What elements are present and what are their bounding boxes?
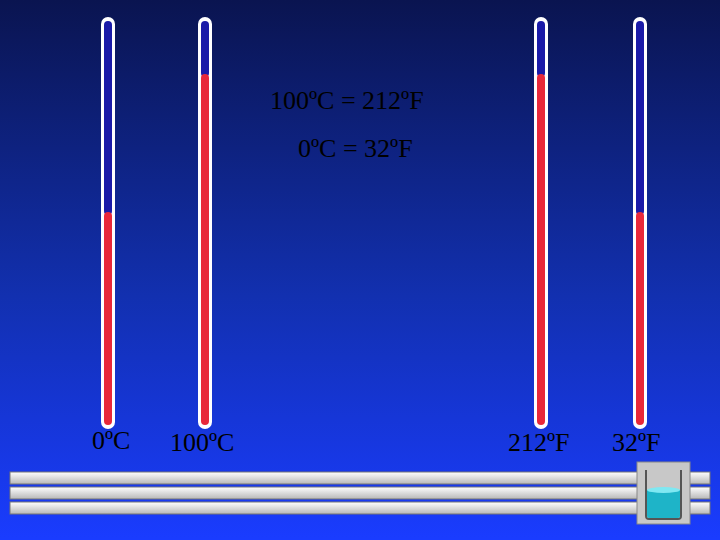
floor-bars: [10, 472, 710, 514]
scale-label: 32ºF: [612, 428, 661, 458]
thermometer: [101, 17, 115, 429]
thermometer: [198, 17, 212, 429]
scale-label: 0ºC: [92, 426, 130, 456]
thermometer: [534, 17, 548, 429]
equation-note: 0ºC = 32ºF: [298, 134, 413, 164]
scale-label: 100ºC: [170, 428, 234, 458]
beaker-icon: [637, 462, 690, 524]
scale-label: 212ºF: [508, 428, 570, 458]
thermometer: [633, 17, 647, 429]
equation-note: 100ºC = 212ºF: [270, 86, 424, 116]
